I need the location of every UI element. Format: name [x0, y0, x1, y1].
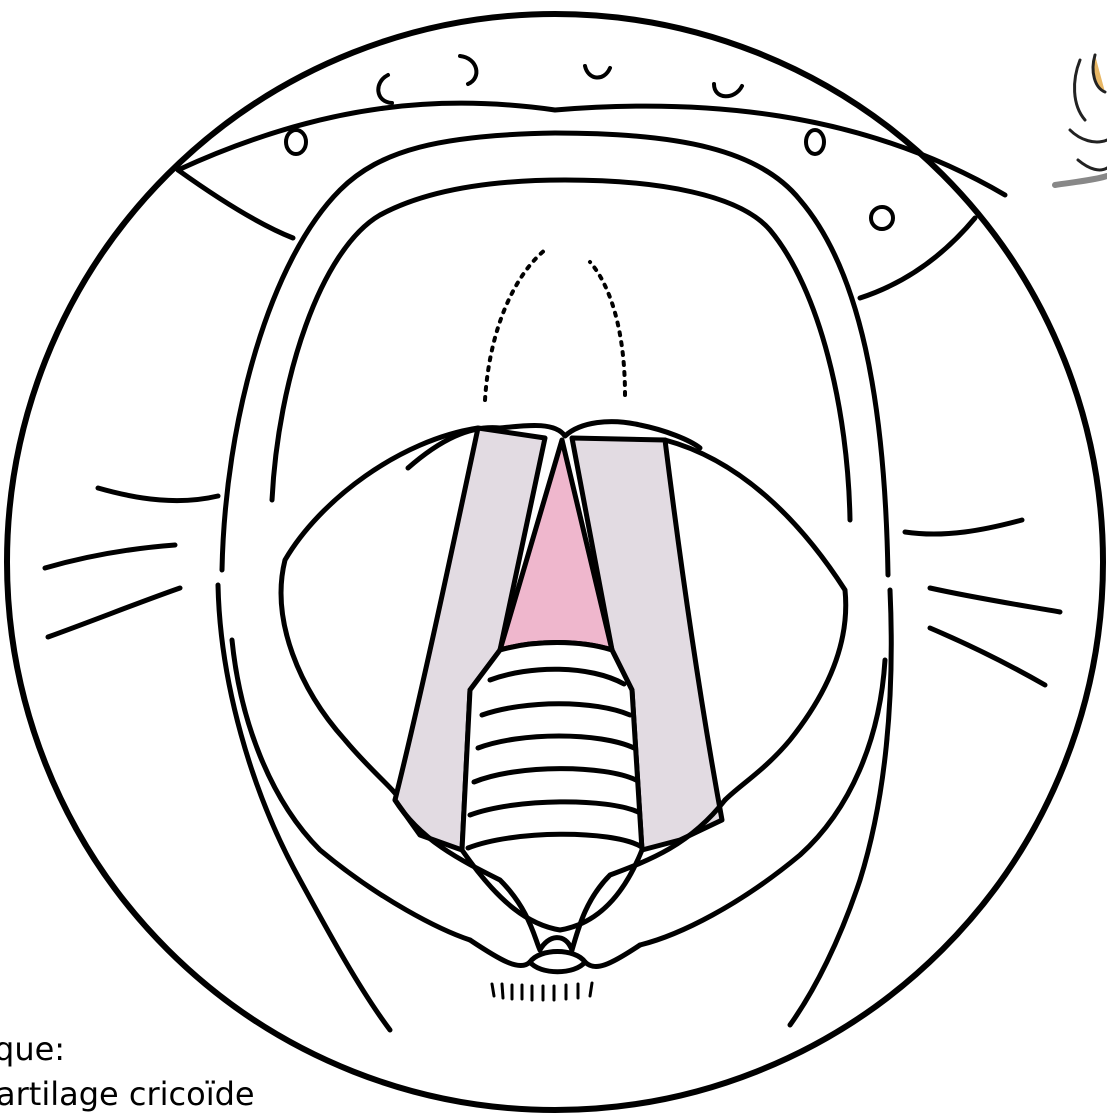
- posterior-commissure: [540, 938, 572, 950]
- left-fold-stroke-2: [45, 545, 175, 568]
- right-fold-stroke-1: [905, 520, 1022, 534]
- cartoon-figure-fragment: [1055, 55, 1107, 185]
- left-fold-stroke-1: [98, 488, 218, 501]
- posterior-fold-left: [470, 940, 530, 966]
- posterior-hatch-marks: [492, 983, 592, 1000]
- left-piriform-line: [218, 585, 390, 1030]
- right-fold-stroke-2: [930, 588, 1060, 612]
- left-fold-stroke-3: [48, 588, 180, 637]
- epiglottis-dashed: [485, 250, 545, 400]
- epiglottis-dashed-right: [590, 262, 625, 395]
- right-fold-stroke-3: [930, 628, 1045, 685]
- posterior-fold-right: [585, 945, 640, 967]
- caption-line-2: artilage cricoïde: [0, 1075, 255, 1113]
- caption-line-1: que:: [0, 1030, 65, 1068]
- left-upper-slash: [178, 170, 293, 238]
- tracheal-rings-view: [462, 643, 642, 931]
- interarytenoid-loop: [530, 952, 585, 972]
